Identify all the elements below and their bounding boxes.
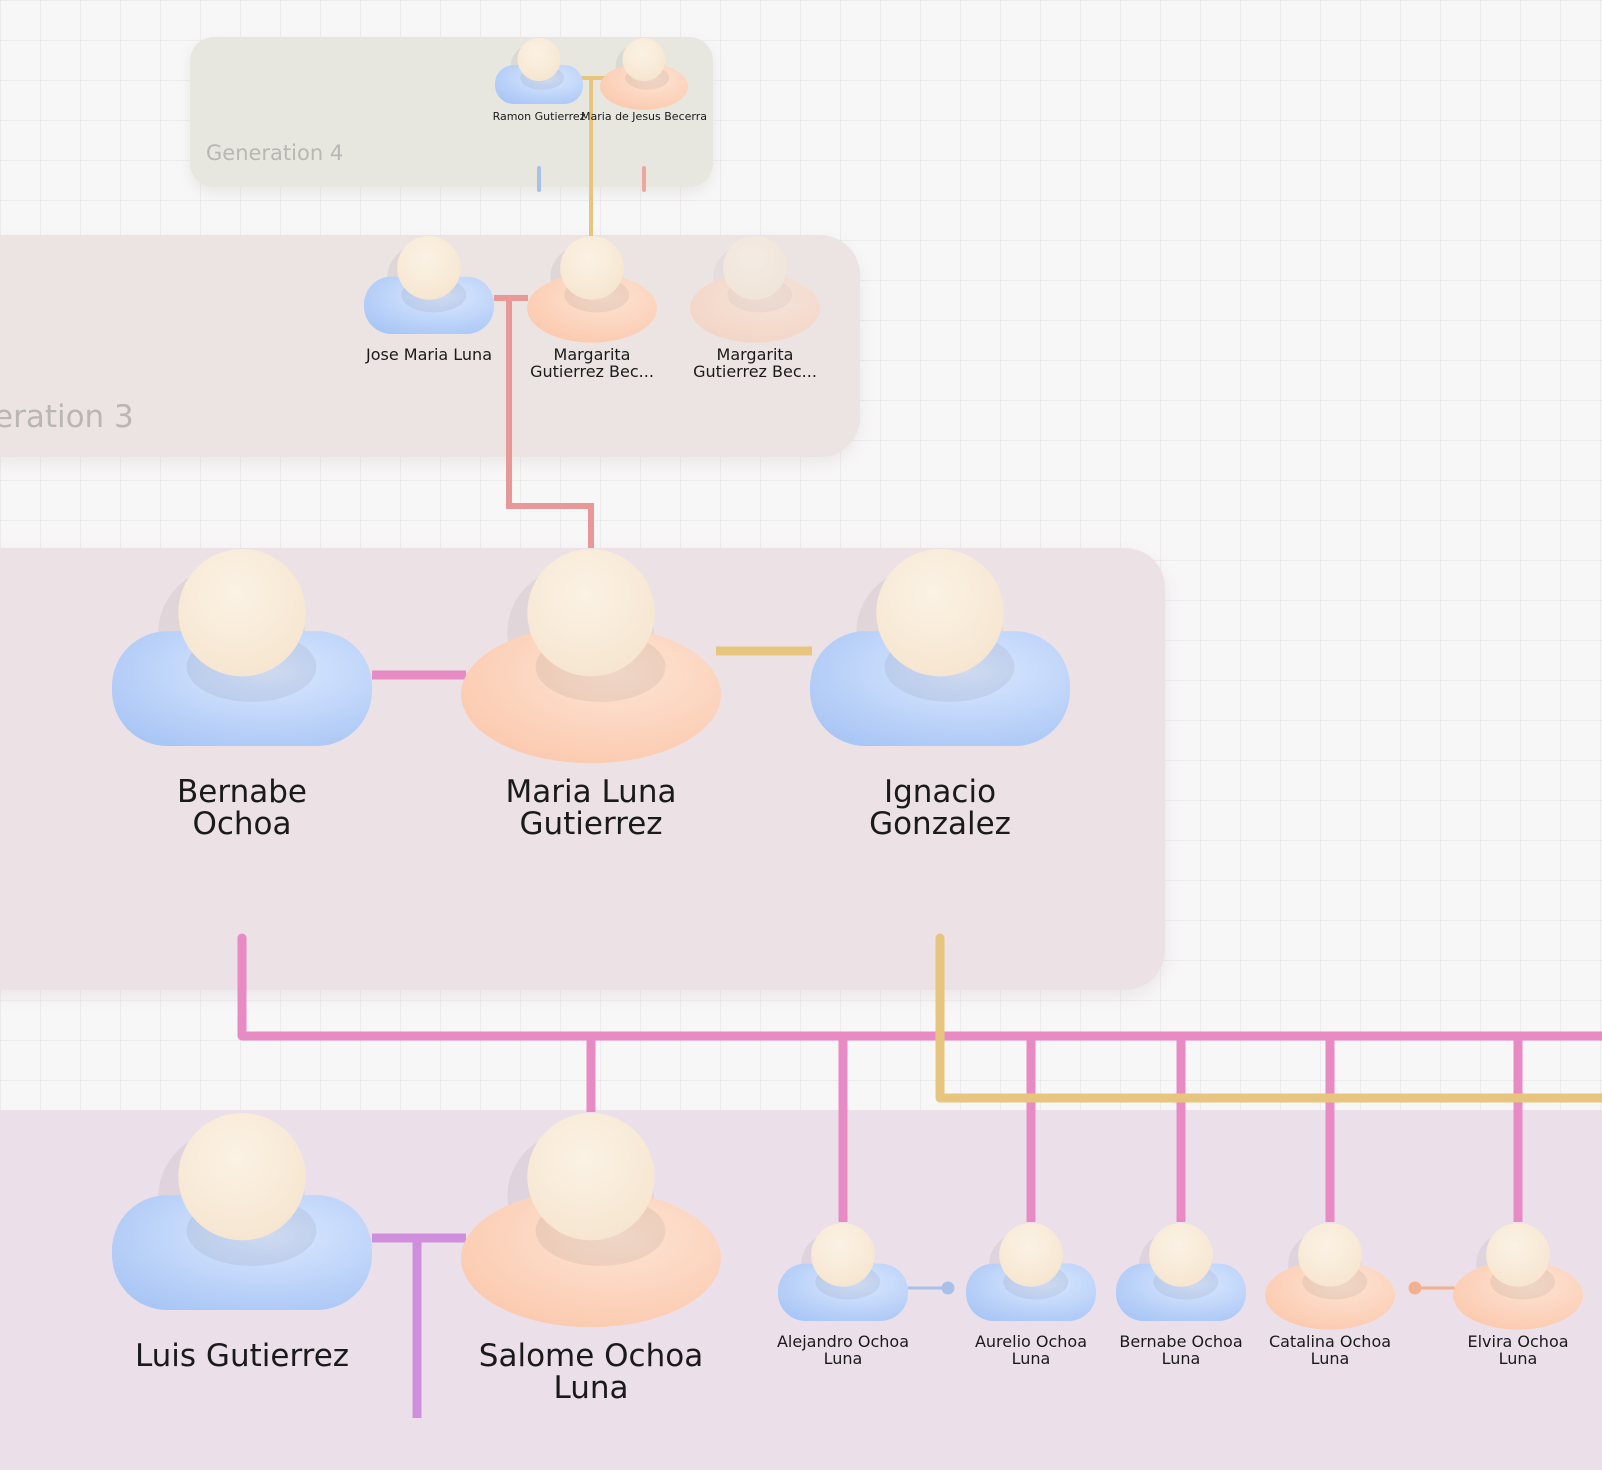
generation-3-label: eration 3 <box>0 399 134 435</box>
gen3-to-maria-line <box>506 298 594 548</box>
person-name-bernabe-jr: Bernabe Ochoa Luna <box>1119 1332 1243 1368</box>
person-aurelio[interactable] <box>966 1222 1096 1321</box>
male-person-icon <box>810 549 1070 746</box>
person-bernabe[interactable] <box>112 548 372 746</box>
person-ramon[interactable] <box>495 37 583 104</box>
person-name-margarita-1: Margarita Gutierrez Bec... <box>530 345 654 381</box>
person-ignacio[interactable] <box>810 548 1070 746</box>
ignacio-children-bus <box>935 933 1602 1103</box>
female-person-icon <box>690 236 820 343</box>
relationship-lines <box>237 76 1602 1418</box>
person-catalina[interactable] <box>1265 1222 1395 1330</box>
male-person-icon <box>364 236 494 334</box>
person-maria-jesus[interactable] <box>600 37 688 110</box>
bernabe-children-bus <box>237 933 1602 1041</box>
generation-4-label: Generation 4 <box>206 141 344 165</box>
female-person-icon <box>461 549 721 764</box>
person-name-maria-jesus: Maria de Jesus Becerra <box>581 110 707 123</box>
male-person-icon <box>495 38 583 104</box>
person-name-alejandro: Alejandro Ochoa Luna <box>776 1332 909 1368</box>
person-name-salome: Salome Ochoa Luna <box>478 1338 704 1407</box>
person-salome[interactable] <box>461 1112 721 1328</box>
generation-4-panel: Generation 4 <box>190 37 713 187</box>
male-person-icon <box>966 1223 1096 1321</box>
person-margarita-1[interactable] <box>527 235 657 343</box>
alejandro-spouse-dot <box>941 1281 955 1295</box>
person-name-maria-luna: Maria Luna Gutierrez <box>505 774 677 843</box>
person-name-aurelio: Aurelio Ochoa Luna <box>974 1332 1088 1368</box>
person-elvira[interactable] <box>1453 1222 1583 1330</box>
male-person-icon <box>778 1223 908 1321</box>
person-name-luis: Luis Gutierrez <box>134 1338 350 1374</box>
person-name-catalina: Catalina Ochoa Luna <box>1268 1332 1392 1368</box>
male-person-icon <box>112 1113 372 1310</box>
female-person-icon <box>600 38 688 110</box>
female-person-icon <box>527 236 657 343</box>
female-person-icon <box>1453 1223 1583 1330</box>
person-maria-luna[interactable] <box>461 548 721 764</box>
person-name-ramon: Ramon Gutierrez <box>492 110 586 123</box>
person-margarita-2[interactable] <box>690 235 820 343</box>
female-person-icon <box>461 1113 721 1328</box>
male-person-icon <box>112 549 372 746</box>
person-bernabe-jr[interactable] <box>1116 1222 1246 1321</box>
person-name-margarita-2: Margarita Gutierrez Bec... <box>693 345 817 381</box>
male-person-icon <box>1116 1223 1246 1321</box>
person-jose-maria[interactable] <box>364 235 494 334</box>
female-person-icon <box>1265 1223 1395 1330</box>
person-alejandro[interactable] <box>778 1222 908 1321</box>
person-name-jose-maria: Jose Maria Luna <box>365 345 492 364</box>
person-name-ignacio: Ignacio Gonzalez <box>869 774 1011 843</box>
person-luis[interactable] <box>112 1112 372 1310</box>
person-name-elvira: Elvira Ochoa Luna <box>1467 1332 1569 1368</box>
person-name-bernabe: Bernabe Ochoa <box>177 774 307 843</box>
